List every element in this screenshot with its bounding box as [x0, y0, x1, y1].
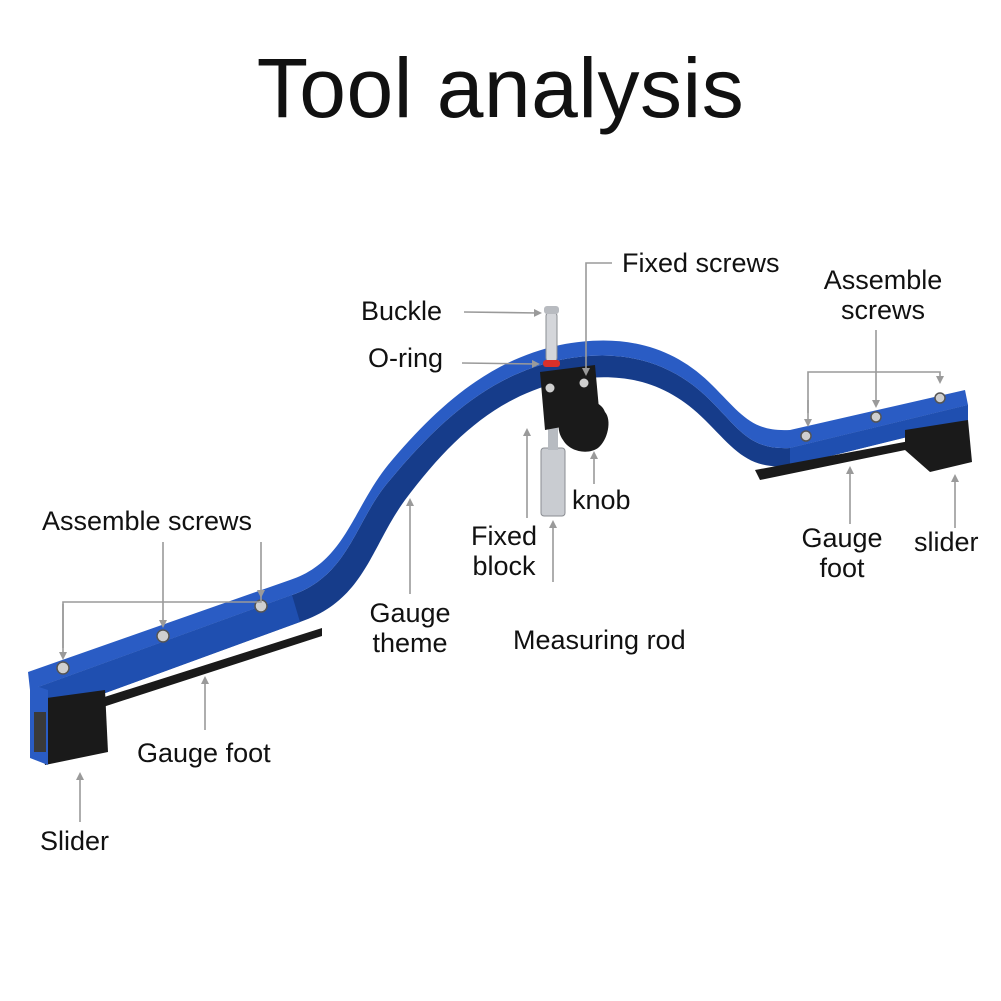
measuring-rod	[540, 447, 566, 517]
right-gauge-foot-plate	[755, 440, 915, 480]
measuring-rod-neck	[548, 420, 558, 450]
right-slider	[905, 420, 972, 472]
fixed-screw-1	[545, 383, 555, 393]
page-title: Tool analysis	[256, 41, 745, 135]
left-slider-slot	[34, 712, 46, 752]
label-o-ring: O-ring	[368, 343, 444, 373]
label-knob: knob	[572, 485, 631, 515]
buckle-cap	[544, 306, 559, 314]
label-assemble-screws-left: Assemble screws	[42, 506, 253, 536]
gauge-body-right-side	[790, 405, 968, 466]
buckle-pin	[545, 311, 558, 363]
label-slider-right: slider	[914, 527, 979, 557]
label-gauge-theme: Gauge theme	[369, 598, 451, 658]
leader-o-ring	[461, 359, 540, 368]
o-ring	[543, 360, 560, 367]
fixed-screw-2	[579, 378, 589, 388]
label-gauge-foot-right: Gauge foot	[801, 523, 883, 583]
label-slider-left: Slider	[40, 826, 110, 856]
label-measuring-rod: Measuring rod	[513, 625, 686, 655]
left-screw-1	[56, 661, 70, 675]
leader-buckle	[463, 308, 542, 317]
knob	[558, 400, 609, 452]
label-fixed-screws: Fixed screws	[622, 248, 780, 278]
label-buckle: Buckle	[361, 296, 443, 326]
right-screw-2	[870, 411, 882, 423]
left-screw-2	[156, 629, 170, 643]
label-gauge-foot-left: Gauge foot	[137, 738, 271, 768]
right-screw-1	[800, 430, 812, 442]
left-gauge-foot-plate	[95, 628, 322, 708]
label-assemble-screws-right: Assemble screws	[823, 265, 943, 325]
leader-fixed-screws	[582, 262, 612, 376]
right-screw-3	[934, 392, 946, 404]
left-slider	[32, 690, 108, 765]
leader-right-screws-bracket	[807, 371, 944, 413]
gauge-body-side	[30, 595, 300, 715]
label-fixed-block: Fixed block	[470, 521, 538, 581]
